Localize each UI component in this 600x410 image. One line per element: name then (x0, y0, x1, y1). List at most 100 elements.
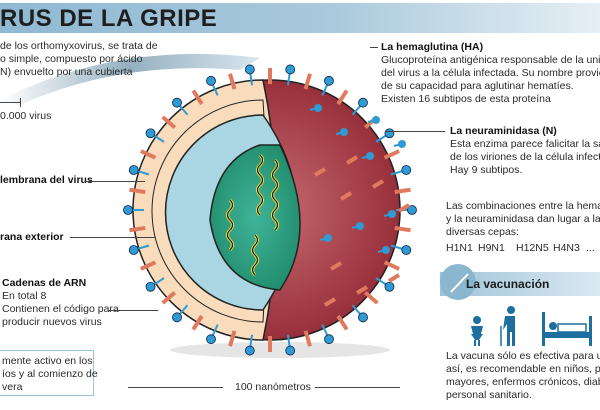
neuraminidase-spike (336, 314, 349, 331)
neuraminidase-spike (303, 73, 312, 90)
neuraminidase-spike (394, 187, 411, 195)
strain-h9n1: H9N1 (478, 242, 505, 254)
label-rna-line: En total 8 (2, 290, 47, 302)
spike-head (324, 234, 332, 242)
intro-line: N) envuelto por una cubierta (0, 66, 133, 78)
spike-head (172, 97, 182, 108)
label-rna-line: producir nuevos virus (2, 316, 102, 328)
spikes (123, 64, 417, 356)
vaccination-title: La vacunación (466, 277, 550, 291)
hospital-bed-icon (542, 312, 592, 346)
spike-head (123, 205, 133, 215)
spike-head (128, 245, 139, 255)
vaccination-line: La vacuna sólo es efectiva para una (446, 350, 600, 362)
label-virus-membrane: lembrana del virus (0, 174, 93, 186)
spike-head (401, 245, 412, 255)
neuraminidase-spike (228, 330, 237, 347)
spike-head (407, 205, 417, 215)
info-box-line: mente activo en los (2, 355, 93, 367)
leader-line (85, 181, 145, 182)
intro-line: de los orthomyxovirus, se trata de (0, 40, 158, 52)
strain-h1n1: H1N1 (446, 242, 473, 254)
neuraminidase-spike (336, 89, 349, 106)
neuraminidase-spike (303, 330, 312, 347)
neuraminidase-spike (383, 260, 400, 271)
combinations-line: y la neuraminidasa dan lugar a las (446, 213, 600, 225)
neuraminidase-spike (140, 260, 157, 271)
child-icon (471, 316, 483, 346)
neuraminidase-spike (323, 297, 337, 307)
neuraminidase-spike (313, 167, 327, 177)
label-hemaglutina-line: del virus a la célula infectada. Su nomb… (381, 67, 600, 79)
strain-h12n5: H12N5 (516, 242, 549, 254)
scale-bar-small (0, 102, 20, 103)
label-hemaglutina-line: Glucoproteína antigénica responsable de … (381, 54, 600, 66)
neuraminidase-spike (191, 314, 204, 331)
spike-head (382, 246, 390, 254)
leader-line (370, 47, 378, 48)
leader-line (70, 237, 155, 238)
info-box-line: íos y al comienzo de (2, 368, 98, 380)
label-neuraminidasa-line: Hay 9 subtipos. (450, 164, 523, 176)
spike-head (145, 281, 156, 292)
label-hemaglutina-line: Existen 16 subtipos de esta proteína (381, 93, 551, 105)
label-hemaglutina-line: de su capacidad para aglutinar hematíes. (381, 80, 574, 92)
combinations-line: diversas cepas: (446, 226, 519, 238)
label-neuraminidasa-line: Esta enzima parece falicitar la salida (450, 138, 600, 150)
spike-head (324, 75, 334, 86)
vaccination-icons (471, 306, 592, 346)
leader-line (385, 131, 445, 132)
label-rna-title: Cadenas de ARN (2, 277, 87, 289)
scale-bar-tick (20, 98, 21, 107)
spike-head (372, 116, 380, 124)
background-swoosh (0, 53, 260, 105)
neuraminidase-spike (161, 115, 177, 129)
virus-illustration (123, 64, 417, 358)
spike-head (244, 345, 255, 356)
spike-head (388, 210, 396, 218)
spike-head (314, 104, 322, 112)
spike-head (401, 165, 412, 175)
scale-line-left (128, 387, 223, 388)
leader-line (108, 310, 158, 311)
info-box-line: vera (2, 381, 23, 393)
neuraminidase-spike (394, 225, 411, 233)
title-bar (0, 3, 600, 33)
neuraminidase-spike (129, 187, 146, 195)
virus-scale-label: 0.000 virus (0, 110, 52, 122)
spike-head (358, 97, 368, 108)
scale-label: 100 nanómetros (235, 381, 311, 393)
strain-h4n3: H4N3 (553, 242, 580, 254)
spike-head (356, 222, 364, 230)
label-neuraminidasa-title: La neuraminidasa (N) (450, 125, 557, 137)
label-rna-line: Contienen el código para (2, 303, 119, 315)
vaccination-line: personal sanitario. (446, 389, 532, 401)
spike-head (285, 345, 296, 356)
neuraminidase-spike (228, 73, 237, 90)
neuraminidase-spike (383, 149, 400, 160)
spike-head (324, 334, 334, 345)
spike-head (340, 128, 348, 136)
spike-head (206, 334, 216, 345)
vaccination-line: así, es recomendable en niños, perso (446, 363, 600, 375)
info-box (0, 350, 94, 396)
strain-more: ... (586, 242, 595, 254)
label-outer-membrane: rana exterior (0, 231, 64, 243)
spike-head (145, 128, 156, 139)
neuraminidase-spike (161, 291, 177, 305)
combinations-line: Las combinaciones entre la hemaglu (446, 200, 600, 212)
spike-head (398, 140, 406, 148)
page-title: RUS DE LA GRIPE (0, 5, 218, 32)
spike-head (206, 75, 216, 86)
neuraminidase-spike (345, 155, 359, 165)
syringe-icon (450, 273, 469, 293)
spike-head (244, 64, 255, 75)
spike-head (384, 128, 395, 139)
spike-head (172, 312, 182, 323)
neuraminidase-spike (397, 203, 411, 213)
label-hemaglutina-title: La hemaglutina (HA) (381, 41, 484, 53)
spike-head (128, 165, 139, 175)
neuraminidase-spike (339, 191, 353, 201)
vaccination-badge (440, 264, 476, 300)
scale-line-right (315, 387, 400, 388)
